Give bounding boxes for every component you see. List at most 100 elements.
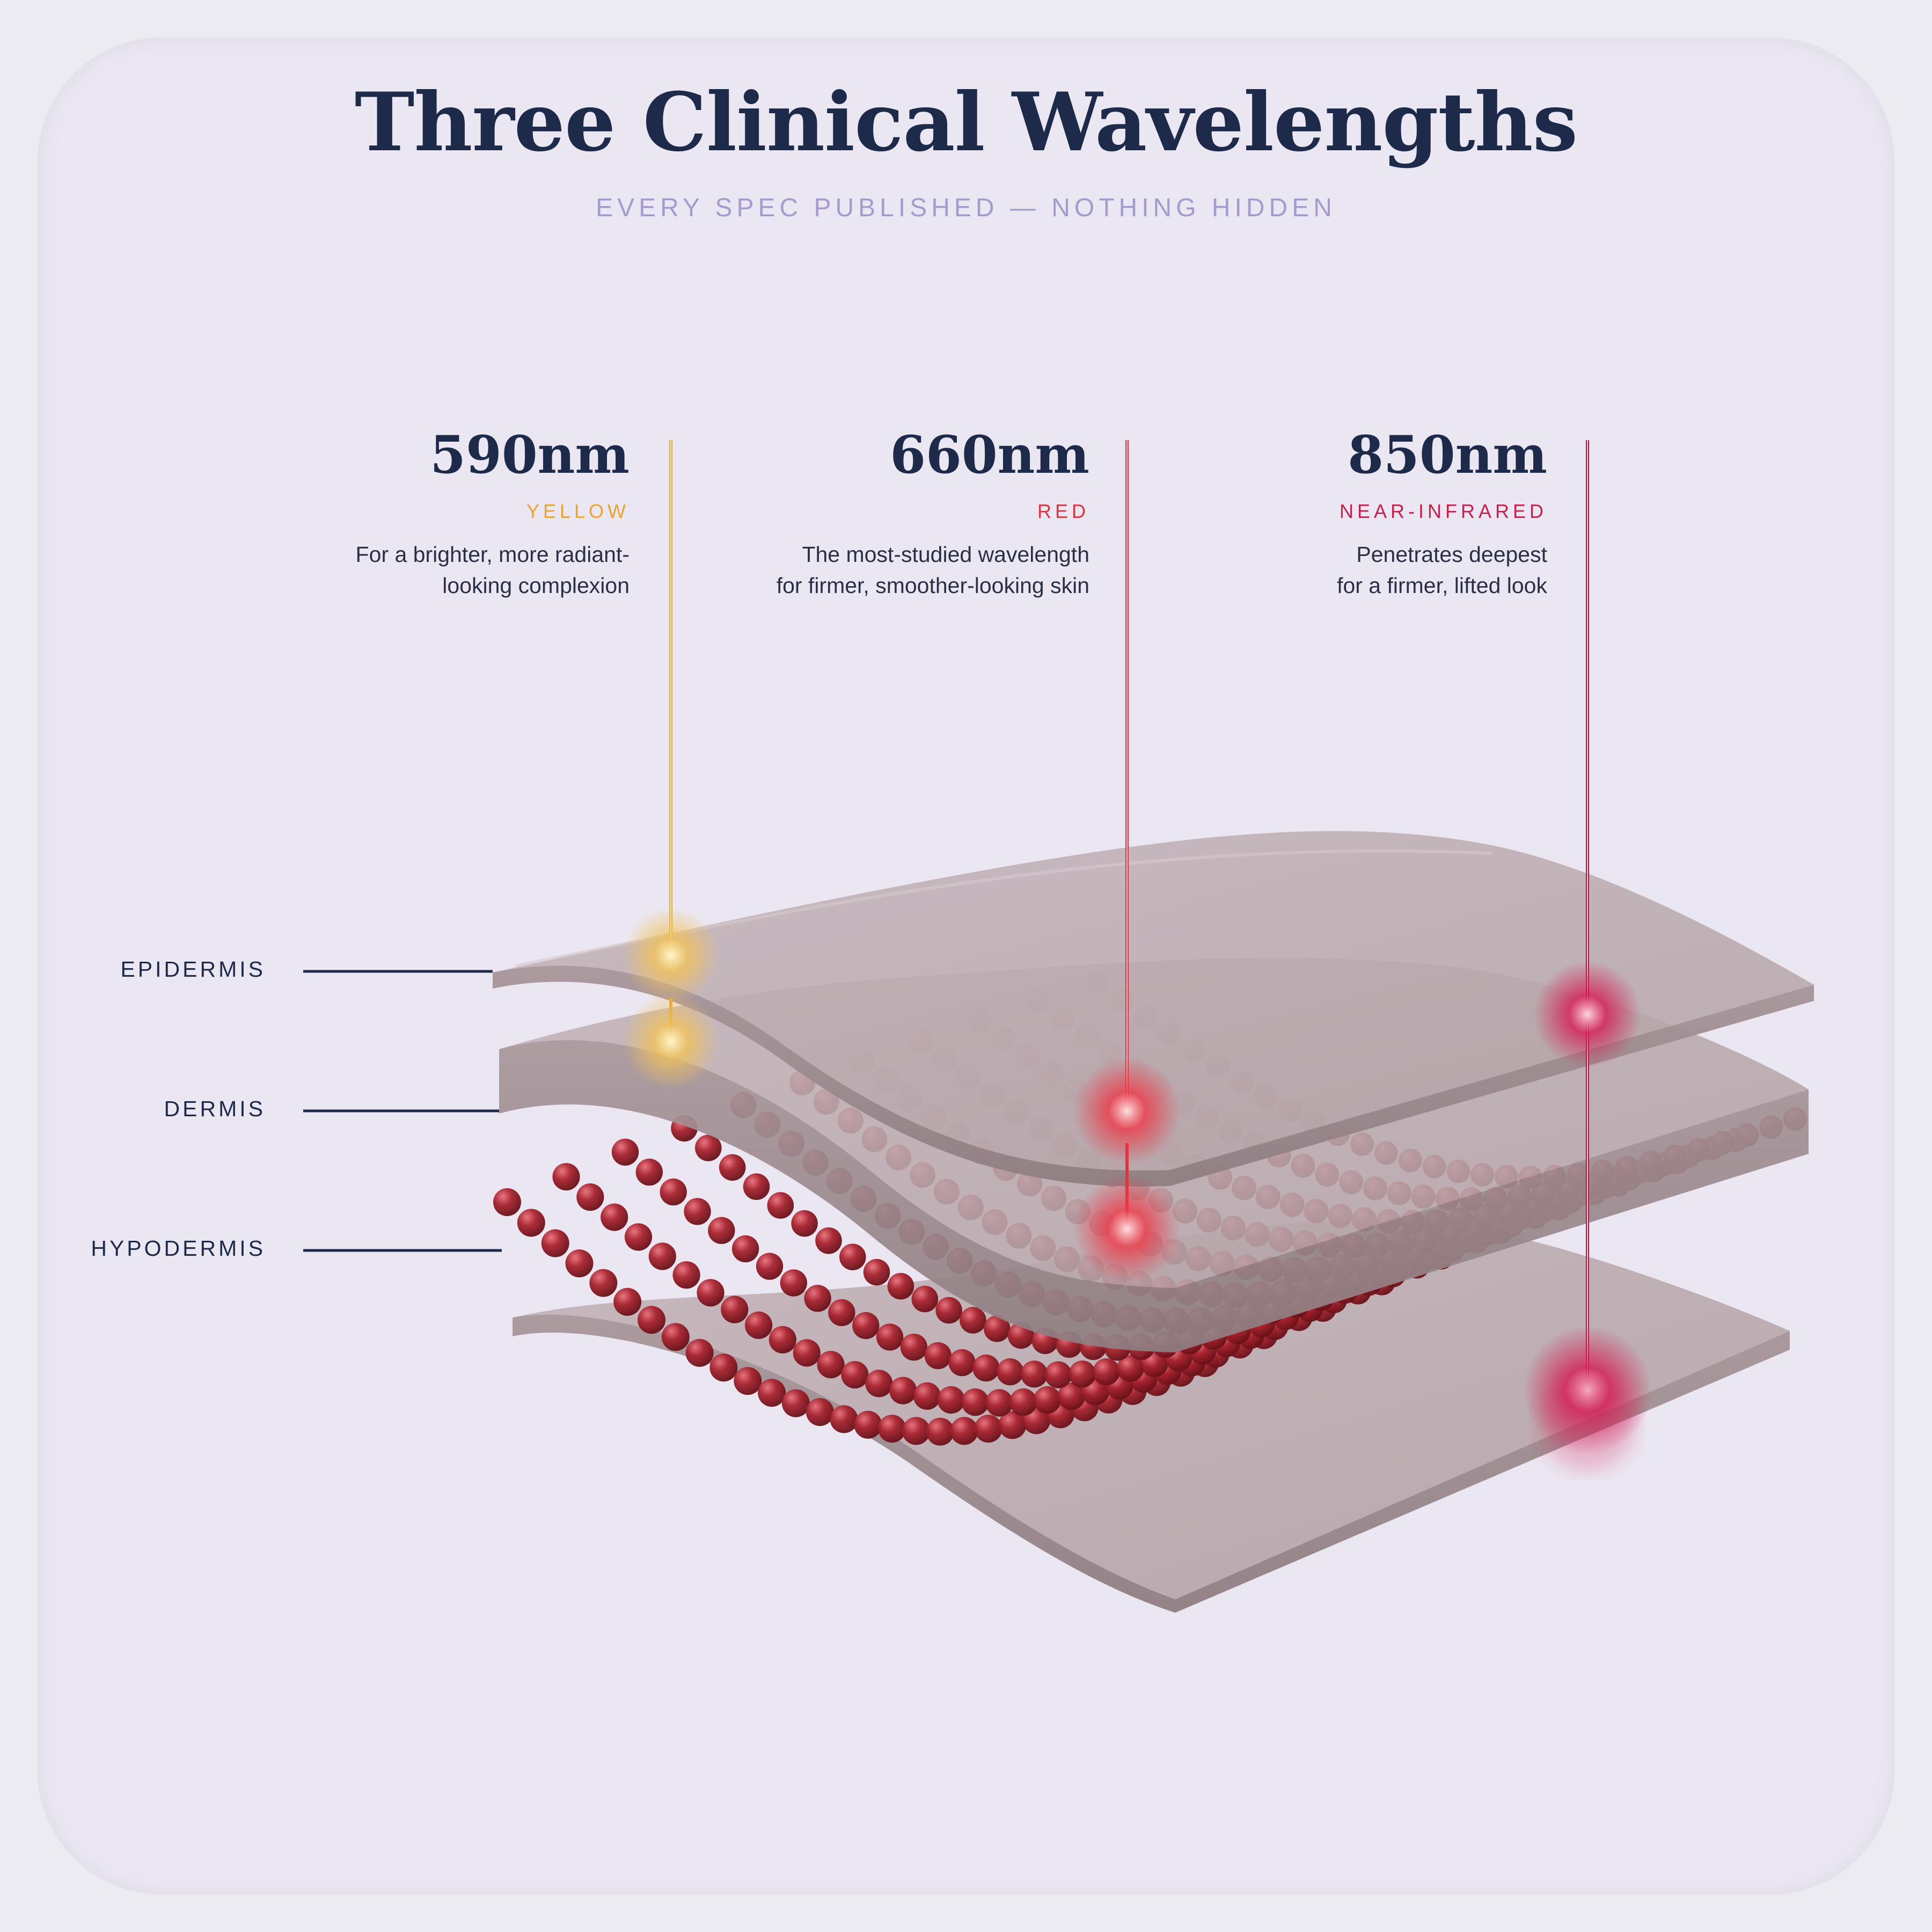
cell-sphere — [830, 1405, 858, 1433]
cell-sphere — [889, 1377, 917, 1404]
cell-sphere — [793, 1339, 821, 1367]
spec-590nm: 590nm YELLOW For a brighter, more radian… — [147, 429, 630, 601]
cell-sphere — [552, 1163, 580, 1191]
spec-590nm-name: YELLOW — [526, 500, 630, 522]
cell-sphere — [924, 1342, 952, 1370]
spec-850nm-description: Penetrates deepest for a firmer, lifted … — [1064, 539, 1547, 601]
cell-sphere — [876, 1323, 904, 1351]
cell-sphere — [758, 1379, 786, 1407]
cell-sphere — [1009, 1388, 1037, 1416]
cell-sphere — [913, 1382, 941, 1410]
cell-sphere — [1093, 1358, 1120, 1386]
spec-660nm: 660nm RED The most-studied wavelength fo… — [606, 429, 1089, 601]
cell-sphere — [935, 1297, 962, 1324]
spec-660nm-name: RED — [1037, 500, 1089, 522]
cell-sphere — [648, 1242, 676, 1270]
cell-sphere — [1020, 1360, 1048, 1388]
cell-sphere — [780, 1269, 808, 1297]
spec-850nm-desc-line2: for a firmer, lifted look — [1337, 573, 1547, 598]
cell-sphere — [887, 1272, 914, 1300]
cell-sphere — [950, 1417, 978, 1445]
cell-sphere — [541, 1229, 569, 1257]
cell-sphere — [1057, 1382, 1085, 1410]
cell-sphere — [878, 1415, 906, 1443]
cell-sphere — [781, 1389, 810, 1417]
cell-sphere — [960, 1307, 986, 1334]
cell-sphere — [767, 1192, 794, 1219]
spec-850nm-name: NEAR-INFRARED — [1339, 500, 1547, 522]
cell-sphere — [863, 1258, 890, 1286]
spec-590nm-desc-line1: For a brighter, more radiant- — [355, 542, 630, 567]
cell-sphere — [721, 1296, 749, 1323]
cell-sphere — [937, 1386, 965, 1414]
cell-sphere — [974, 1415, 1002, 1443]
spec-660nm-desc-line2: for firmer, smoother-looking skin — [776, 573, 1089, 598]
cell-sphere — [672, 1261, 700, 1289]
cell-sphere — [839, 1243, 866, 1270]
spec-590nm-desc-line2: looking complexion — [442, 573, 630, 598]
cell-sphere — [828, 1299, 855, 1327]
cell-sphere — [865, 1370, 893, 1397]
page-subtitle: EVERY SPEC PUBLISHED — NOTHING HIDDEN — [596, 194, 1336, 222]
cell-sphere — [613, 1287, 642, 1316]
cell-sphere — [493, 1188, 521, 1216]
cell-sphere — [743, 1173, 770, 1200]
beam-590nm — [623, 440, 719, 1089]
spec-850nm: 850nm NEAR-INFRARED Penetrates deepest f… — [1064, 429, 1547, 601]
cell-sphere — [998, 1411, 1027, 1439]
cell-sphere — [1034, 1386, 1062, 1414]
cell-sphere — [972, 1354, 1000, 1382]
spec-850nm-value: 850nm — [1348, 425, 1547, 485]
cell-sphere — [804, 1285, 831, 1312]
label-epidermis: EPIDERMIS — [120, 957, 266, 982]
cell-sphere — [624, 1223, 653, 1251]
spec-590nm-description: For a brighter, more radiant- looking co… — [147, 539, 630, 601]
cell-sphere — [948, 1349, 976, 1377]
cell-sphere — [900, 1334, 928, 1361]
cell-sphere — [791, 1210, 818, 1237]
beam-850nm — [1523, 440, 1652, 1470]
cell-sphere — [661, 1323, 690, 1351]
spec-660nm-value: 660nm — [890, 425, 1089, 485]
label-hypodermis: HYPODERMIS — [91, 1236, 266, 1261]
cell-sphere — [684, 1198, 711, 1225]
label-dermis: DERMIS — [164, 1096, 266, 1121]
cell-sphere — [806, 1398, 834, 1426]
spec-660nm-desc-line1: The most-studied wavelength — [802, 542, 1089, 567]
cell-sphere — [685, 1338, 714, 1367]
page-title: Three Clinical Wavelengths — [354, 75, 1578, 170]
cell-sphere — [731, 1235, 759, 1263]
cell-sphere — [852, 1312, 880, 1340]
cell-sphere — [817, 1351, 845, 1379]
cell-sphere — [1069, 1360, 1096, 1388]
cell-sphere — [719, 1154, 746, 1181]
cell-sphere — [854, 1410, 882, 1439]
cell-sphere — [911, 1285, 939, 1313]
cell-sphere — [984, 1315, 1011, 1342]
cell-sphere — [708, 1217, 735, 1244]
cell-sphere — [709, 1353, 738, 1382]
cell-sphere — [635, 1158, 663, 1186]
spec-660nm-description: The most-studied wavelength for firmer, … — [606, 539, 1089, 601]
cell-sphere — [961, 1388, 989, 1416]
cell-sphere — [985, 1389, 1013, 1417]
beam-660nm — [1073, 440, 1181, 1283]
cell-sphere — [611, 1138, 639, 1166]
cell-sphere — [576, 1183, 604, 1211]
cell-sphere — [734, 1367, 762, 1395]
cell-sphere — [841, 1361, 869, 1389]
cell-sphere — [815, 1227, 842, 1254]
cell-sphere — [902, 1417, 931, 1445]
cell-sphere — [565, 1249, 594, 1278]
cell-sphere — [997, 1358, 1024, 1386]
cell-sphere — [697, 1279, 724, 1307]
cell-sphere — [601, 1203, 628, 1231]
cell-sphere — [517, 1209, 545, 1237]
cell-sphere — [638, 1306, 665, 1334]
cell-sphere — [695, 1135, 722, 1161]
cell-sphere — [660, 1178, 687, 1206]
cell-sphere — [926, 1417, 954, 1446]
cell-sphere — [745, 1311, 773, 1339]
spec-850nm-desc-line1: Penetrates deepest — [1356, 542, 1547, 567]
